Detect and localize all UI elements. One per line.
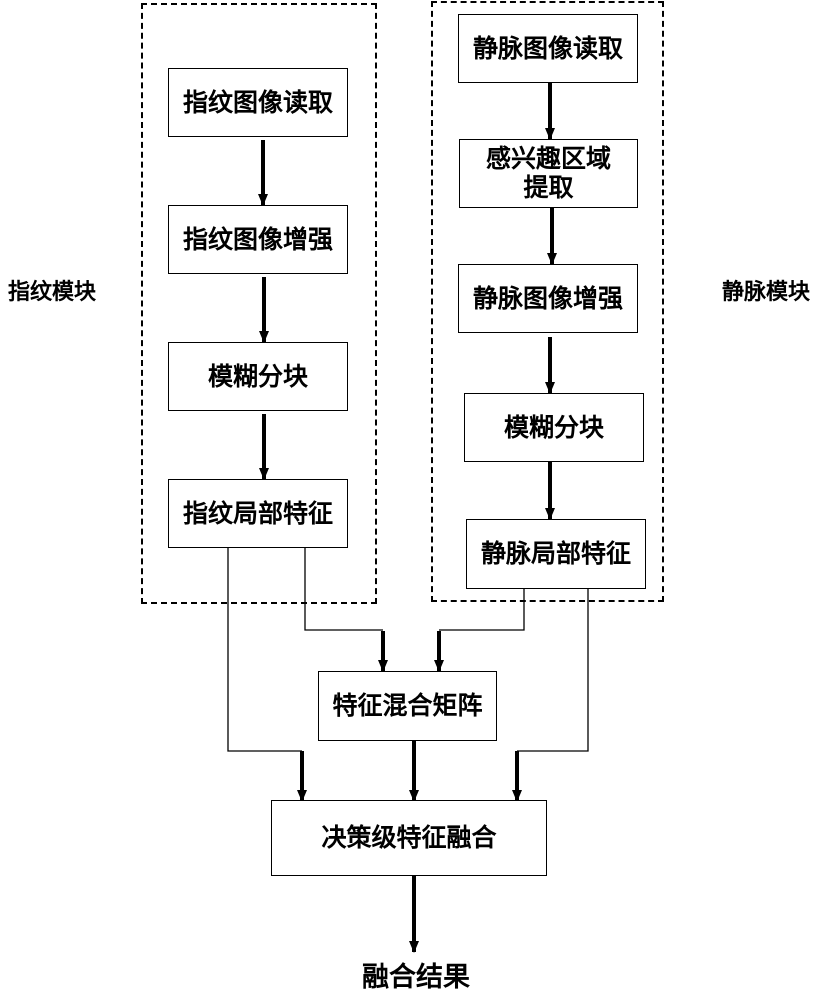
node-vein-fuzzy-block: 模糊分块: [464, 393, 644, 462]
fusion-result-label: 融合结果: [362, 962, 470, 993]
node-vein-roi-extract: 感兴趣区域 提取: [459, 139, 638, 208]
node-vein-image-enhance: 静脉图像增强: [458, 264, 638, 333]
fingerprint-module-boundary: [141, 3, 377, 604]
vein-module-boundary: [431, 1, 664, 602]
line-vein-local-to-fusion: [517, 589, 589, 752]
node-fingerprint-fuzzy-block: 模糊分块: [168, 342, 348, 411]
node-fingerprint-image-enhance: 指纹图像增强: [168, 205, 348, 274]
vein-module-label: 静脉模块: [722, 279, 811, 305]
node-fingerprint-local-feature: 指纹局部特征: [168, 479, 348, 548]
line-vein-local-to-mix: [439, 589, 525, 631]
node-vein-local-feature: 静脉局部特征: [466, 519, 646, 589]
node-vein-image-read: 静脉图像读取: [458, 14, 638, 83]
node-decision-level-fusion: 决策级特征融合: [271, 800, 547, 876]
node-feature-mix-matrix: 特征混合矩阵: [318, 671, 497, 741]
fingerprint-module-label: 指纹模块: [8, 279, 97, 305]
node-fingerprint-image-read: 指纹图像读取: [168, 68, 348, 137]
line-fp-local-to-fusion: [227, 548, 302, 752]
line-fp-local-to-mix: [304, 548, 383, 631]
